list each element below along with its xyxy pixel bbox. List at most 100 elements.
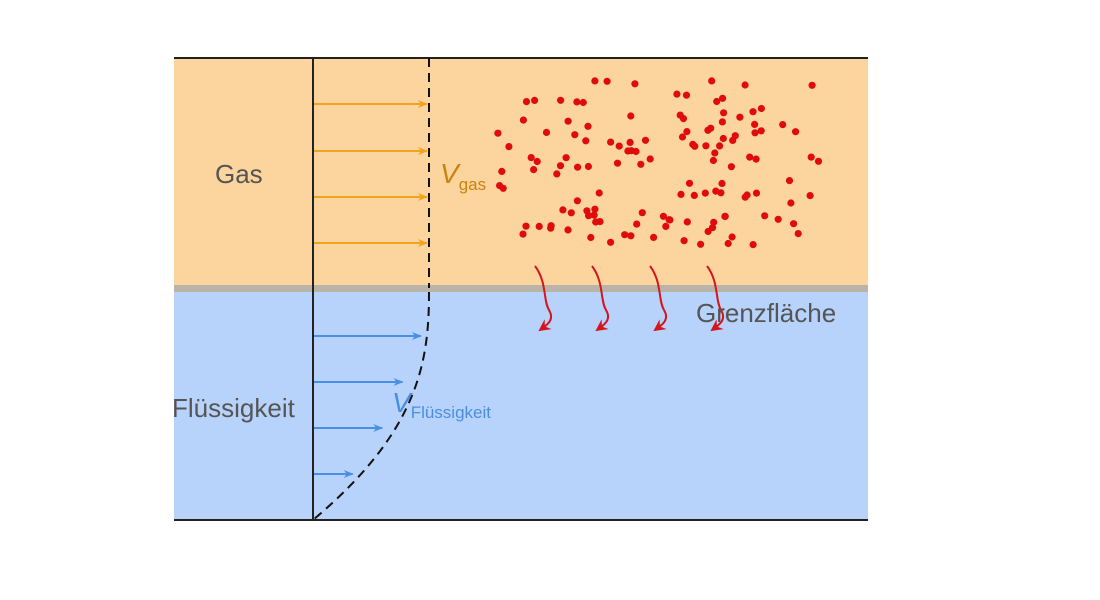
particle [522, 222, 530, 230]
particle [792, 128, 800, 136]
liquid-label: Flüssigkeit [172, 393, 296, 423]
particle [790, 220, 798, 228]
particle [806, 192, 814, 200]
particle [564, 226, 572, 234]
particle [542, 128, 551, 136]
v-gas-label: Vgas [440, 158, 486, 194]
particle [530, 166, 538, 174]
particle [584, 122, 592, 130]
particle [721, 212, 729, 220]
particle [691, 142, 699, 150]
particle [724, 239, 732, 248]
particle [591, 77, 599, 85]
particle [702, 142, 710, 150]
particle [718, 118, 727, 126]
particle [579, 98, 587, 107]
particle [632, 147, 640, 156]
particle [729, 136, 737, 144]
particle [533, 157, 541, 166]
particle [752, 189, 761, 197]
particle [584, 162, 593, 171]
particle [676, 111, 684, 119]
particle [646, 155, 654, 163]
particle [662, 222, 670, 230]
particle [713, 97, 721, 106]
particle [590, 211, 598, 219]
particle [591, 205, 599, 213]
particle [535, 222, 543, 230]
particle [727, 163, 736, 171]
particle [690, 191, 698, 199]
particle [559, 206, 567, 214]
particle [519, 230, 527, 238]
particle [736, 113, 744, 121]
particle [637, 160, 645, 168]
particle [641, 136, 650, 144]
particle [683, 128, 691, 136]
particle [807, 153, 815, 161]
particle [808, 81, 816, 89]
particle [631, 80, 639, 88]
particle [564, 117, 572, 125]
transfer-arrow [649, 265, 668, 332]
liquid-velocity-profile [312, 291, 430, 521]
particle [624, 147, 632, 155]
particle [752, 155, 760, 163]
particle [717, 189, 725, 197]
particle [743, 191, 751, 199]
particle [585, 212, 593, 220]
particle [711, 149, 719, 157]
particle [794, 230, 802, 238]
particle [607, 138, 615, 146]
particle [573, 197, 582, 205]
particle [557, 96, 565, 104]
particle [708, 224, 717, 232]
particle [571, 131, 579, 139]
particle [494, 129, 502, 137]
particle [716, 142, 724, 150]
particle [718, 179, 726, 188]
gas-particles [494, 77, 823, 249]
particle [659, 212, 668, 220]
particle [673, 90, 681, 98]
particle [603, 77, 611, 85]
particle [779, 121, 787, 129]
particle [709, 156, 718, 165]
particle [595, 189, 603, 197]
particle [562, 154, 570, 162]
gas-label: Gas [215, 159, 263, 189]
particle [685, 179, 694, 187]
particle [720, 109, 728, 117]
particle [567, 209, 575, 217]
particle [785, 177, 794, 185]
particle [677, 190, 685, 198]
particle [719, 134, 727, 143]
particle [666, 216, 674, 224]
particle [633, 220, 641, 228]
particle [519, 116, 528, 124]
particle [751, 120, 759, 128]
particle [556, 162, 565, 170]
particle [638, 209, 646, 217]
particle [547, 224, 555, 232]
particle [741, 81, 749, 89]
interface-label: Grenzfläche [696, 298, 836, 328]
particle [680, 237, 688, 245]
particle [527, 154, 535, 162]
particle [707, 124, 715, 132]
particle [522, 98, 531, 106]
particle [499, 184, 507, 192]
particle [627, 112, 635, 120]
gas-phase [174, 58, 868, 288]
particle [774, 215, 782, 223]
particle [607, 238, 615, 246]
particle [728, 233, 736, 241]
particle [678, 133, 687, 141]
particle [708, 77, 716, 85]
liquid-velocity-arrows [314, 332, 422, 478]
particle [751, 129, 759, 137]
v-liquid-label: VFlüssigkeit [392, 387, 491, 422]
particle [582, 137, 590, 145]
particle [621, 231, 629, 239]
